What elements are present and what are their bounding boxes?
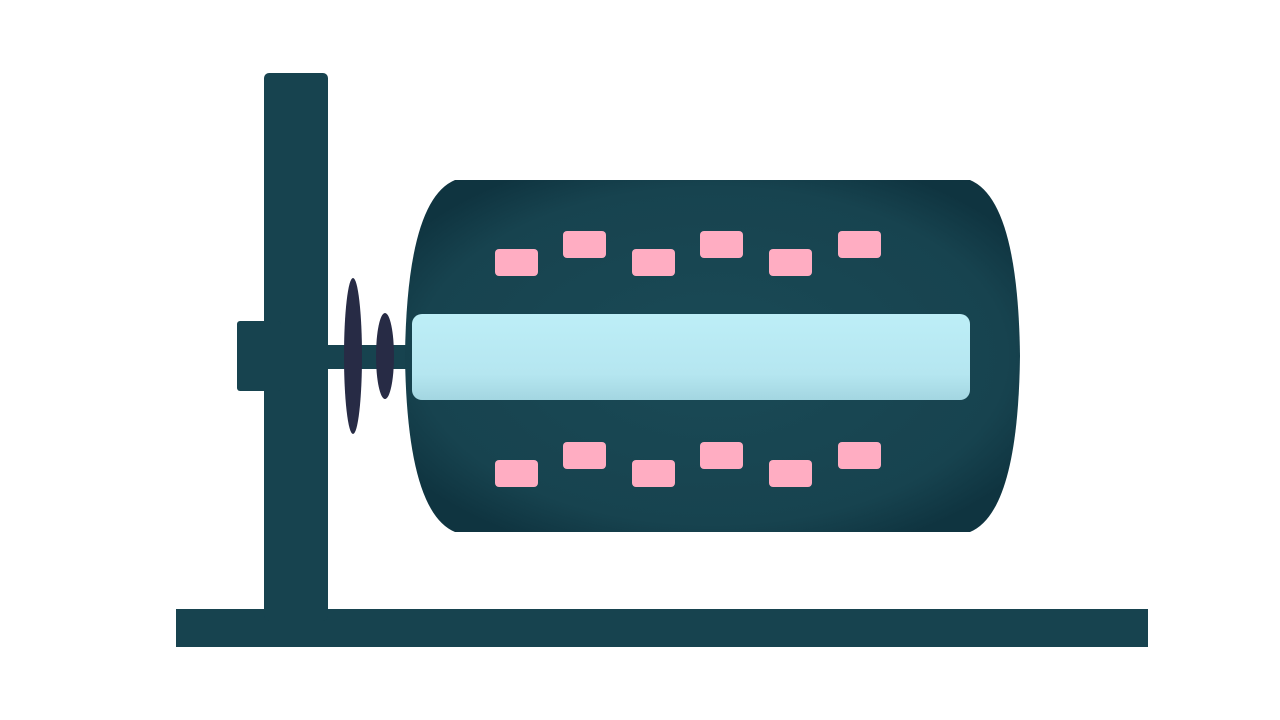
- drum-window: [700, 231, 743, 258]
- drum-window: [632, 460, 675, 487]
- drum-window: [769, 460, 812, 487]
- drum-window: [563, 231, 606, 258]
- vertical-post: [264, 73, 328, 621]
- drum-core-tube: [412, 314, 970, 400]
- base-bar: [176, 609, 1148, 647]
- drum-window: [700, 442, 743, 469]
- drum-window: [838, 231, 881, 258]
- drum-window: [495, 249, 538, 276]
- drum-window: [632, 249, 675, 276]
- drum-window: [769, 249, 812, 276]
- drum-window: [495, 460, 538, 487]
- large-pulley: [344, 278, 362, 434]
- drum-window: [838, 442, 881, 469]
- clamp-block: [237, 321, 281, 391]
- drum-window: [563, 442, 606, 469]
- drum-windows: [495, 231, 881, 487]
- small-pulley: [376, 313, 394, 399]
